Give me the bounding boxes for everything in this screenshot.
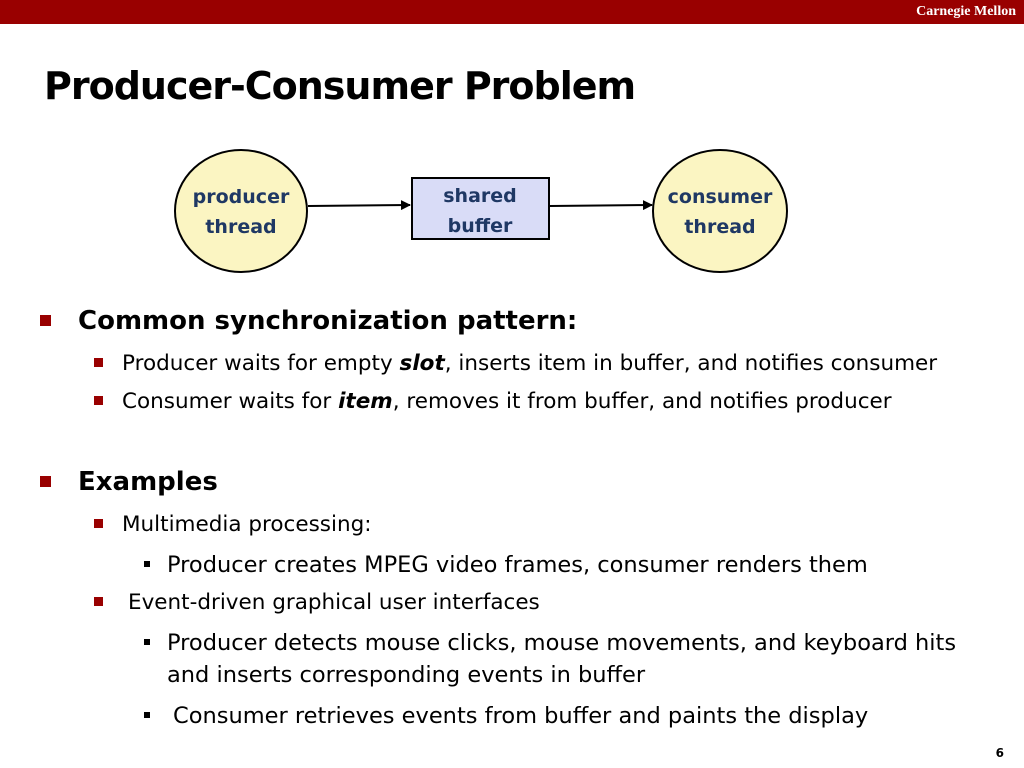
small-square-bullet-icon: [144, 712, 150, 718]
square-bullet-icon: [94, 358, 103, 367]
producer-line1: producer: [193, 186, 290, 208]
square-bullet-icon: [94, 396, 103, 405]
square-bullet-icon: [94, 519, 103, 528]
small-square-bullet-icon: [144, 639, 150, 645]
producer-line2: thread: [205, 216, 276, 238]
producer-consumer-diagram: producer thread shared buffer consumer t…: [174, 149, 788, 273]
bullet-mpeg: Producer creates MPEG video frames, cons…: [144, 549, 868, 581]
buffer-line2: buffer: [448, 215, 513, 237]
consumer-line2: thread: [684, 216, 755, 238]
emphasis-slot: slot: [399, 351, 445, 376]
brand-label: Carnegie Mellon: [916, 4, 1016, 19]
square-bullet-icon: [40, 315, 51, 326]
consumer-line1: consumer: [668, 186, 773, 208]
producer-thread-node: [174, 149, 308, 273]
bullet-producer-waits: Producer waits for empty slot, inserts i…: [94, 351, 937, 376]
bullet-producer-detects: Producer detects mouse clicks, mouse mov…: [144, 627, 956, 691]
bullet-consumer-waits: Consumer waits for item, removes it from…: [94, 389, 892, 414]
bullet-multimedia: Multimedia processing:: [94, 512, 371, 537]
small-square-bullet-icon: [144, 561, 150, 567]
shared-buffer-node: [411, 177, 550, 240]
header-bar: Carnegie Mellon: [0, 0, 1024, 24]
square-bullet-icon: [40, 476, 51, 487]
pattern-heading: Common synchronization pattern:: [78, 306, 578, 336]
buffer-to-consumer-arrow: [549, 200, 653, 211]
slide-title: Producer-Consumer Problem: [44, 64, 636, 108]
bullet-examples: Examples: [40, 467, 218, 497]
examples-heading: Examples: [78, 467, 218, 497]
bullet-pattern: Common synchronization pattern:: [40, 306, 578, 336]
emphasis-item: item: [338, 389, 393, 414]
bullet-gui: Event-driven graphical user interfaces: [94, 590, 540, 615]
square-bullet-icon: [94, 597, 103, 606]
bullet-consumer-retrieves: Consumer retrieves events from buffer an…: [144, 700, 868, 732]
page-number: 6: [995, 746, 1004, 760]
buffer-line1: shared: [443, 185, 517, 207]
consumer-thread-node: [652, 149, 788, 273]
producer-to-buffer-arrow: [307, 200, 411, 211]
